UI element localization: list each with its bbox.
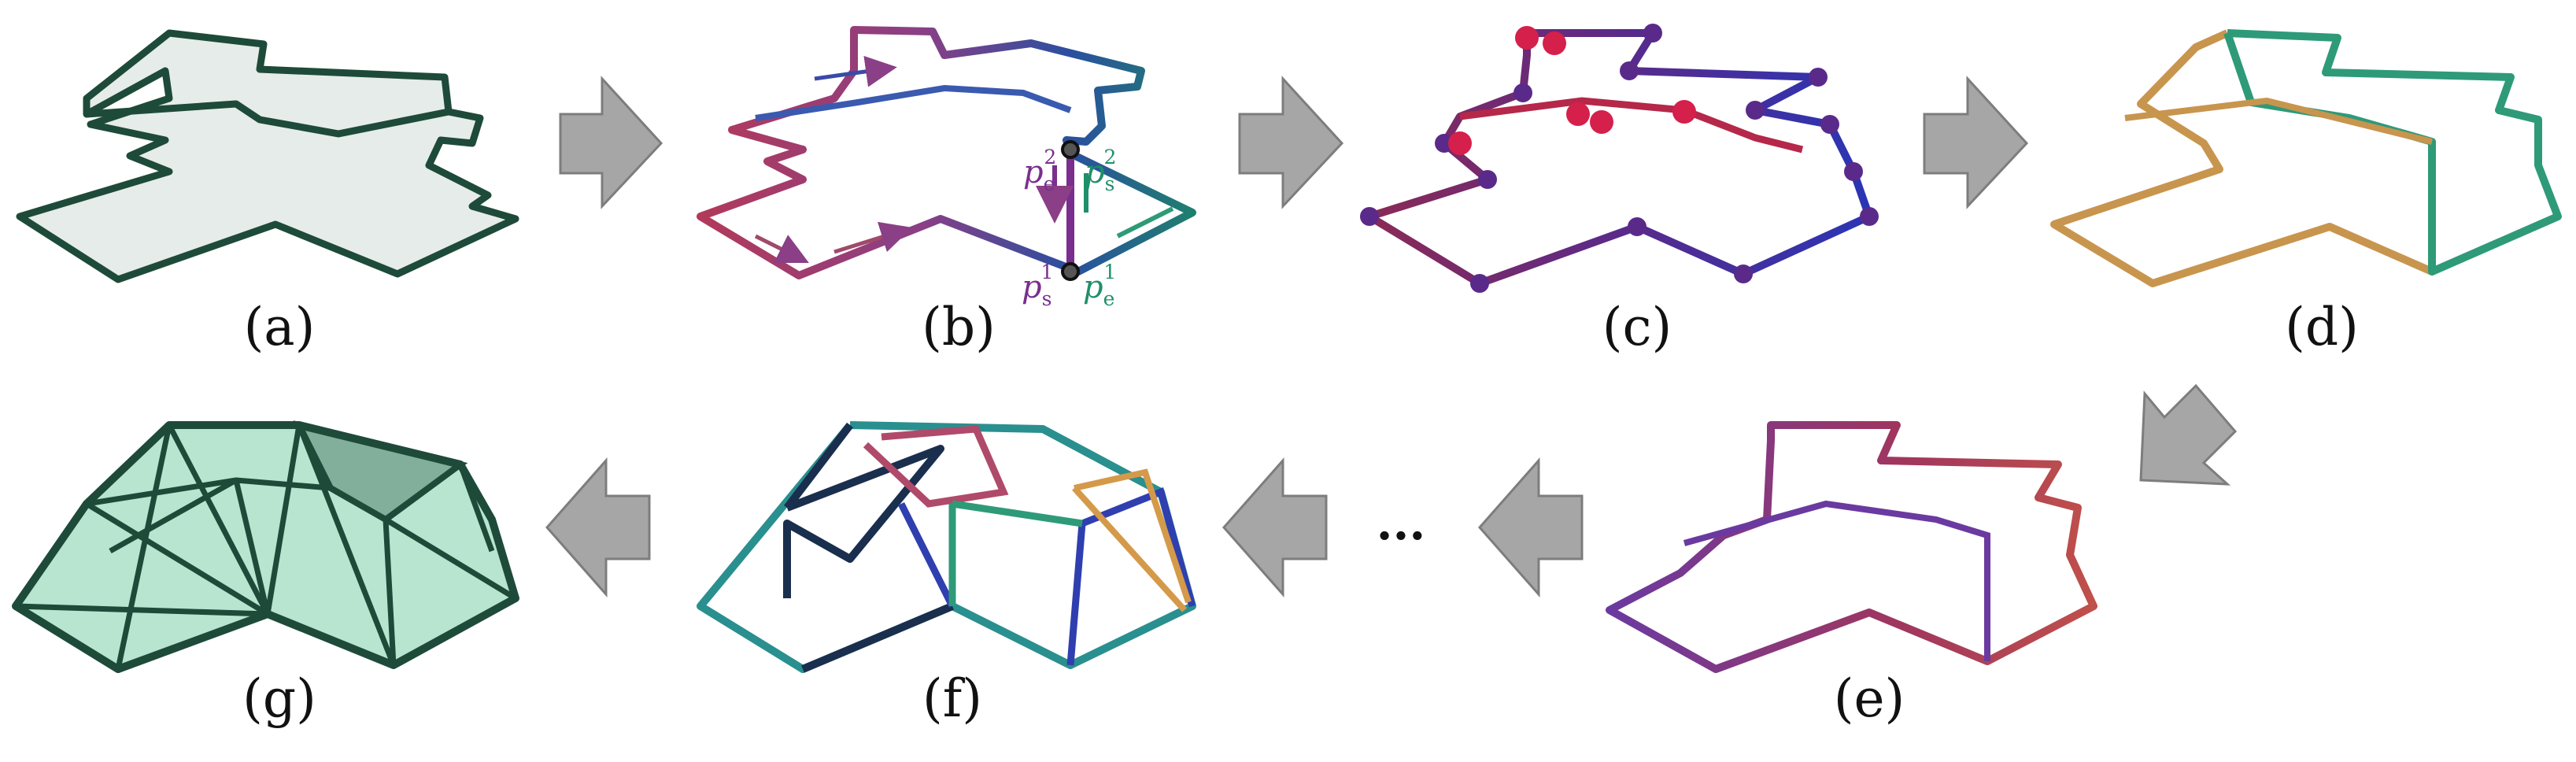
green-loop <box>2223 29 2562 276</box>
panel-label-e: (e) <box>1834 668 1905 729</box>
direction-arrow-6 <box>1116 206 1174 239</box>
flow-arrow-e-dots <box>1477 457 1584 597</box>
tan-loop <box>2050 29 2434 287</box>
endpoint-top <box>1061 140 1080 159</box>
segmented-loop <box>697 26 1196 279</box>
panel-label-f: (f) <box>922 668 982 729</box>
mesh-edges <box>15 424 517 670</box>
merged-loop <box>1606 421 2097 673</box>
tan-inner <box>2124 97 2433 145</box>
annotation-ps2: ps2 <box>1085 146 1116 195</box>
wireframe-navy <box>783 422 954 673</box>
flow-arrow-c-d <box>1923 76 2029 209</box>
flow-arrow-a-b <box>559 76 663 209</box>
flow-arrow-f-g <box>545 457 651 597</box>
ellipsis: ... <box>1377 496 1426 551</box>
panel-g: (g) <box>12 420 519 729</box>
annotation-pe2: pe2 <box>1023 146 1056 195</box>
floorplan-shape <box>16 29 519 283</box>
annotation-ps1: ps1 <box>1022 261 1053 310</box>
wireframe-teal <box>697 421 1196 673</box>
panel-b: pe2 ps2 ps1 pe1 (b) <box>697 26 1196 357</box>
panel-c: (c) <box>1360 24 1879 357</box>
sample-points <box>1360 24 1879 293</box>
sampled-loop <box>1366 29 1873 287</box>
flow-arrow-dots-f <box>1221 457 1328 597</box>
direction-arrow-3 <box>754 234 809 263</box>
annotation-pe1: pe1 <box>1083 261 1116 310</box>
endpoint-bottom <box>1061 262 1080 281</box>
direction-arrow-1 <box>814 55 897 87</box>
panel-label-b: (b) <box>922 297 996 357</box>
panel-label-a: (a) <box>244 297 316 357</box>
wireframe-blue <box>897 486 1196 666</box>
panel-d: (d) <box>2050 29 2562 357</box>
flow-arrow-b-c <box>1238 76 1344 209</box>
panel-label-g: (g) <box>242 668 316 729</box>
panel-a: (a) <box>16 29 519 357</box>
panel-label-c: (c) <box>1602 297 1672 357</box>
offset-loop <box>755 84 1072 121</box>
wireframe-green <box>948 500 1083 606</box>
direction-arrow-2 <box>833 221 913 254</box>
wireframe-pink <box>863 425 1009 508</box>
upper-ridge-line <box>86 100 449 138</box>
panel-e: (e) <box>1606 421 2097 729</box>
highlighted-points <box>1448 26 1696 155</box>
panel-label-d: (d) <box>2285 297 2359 357</box>
panel-f: (f) <box>697 421 1196 729</box>
wireframe-tan <box>1072 468 1192 612</box>
flow-arrow-d-e <box>2139 383 2238 486</box>
merged-inner <box>1683 500 1990 661</box>
